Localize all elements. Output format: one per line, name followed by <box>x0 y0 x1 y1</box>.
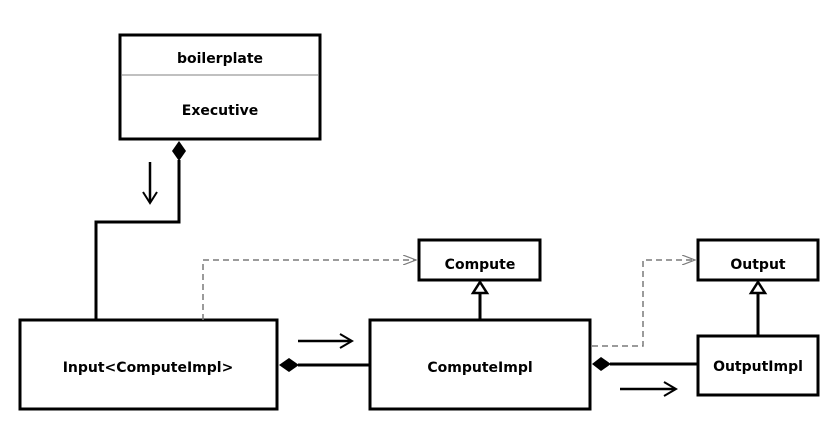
outputimpl-class-name: OutputImpl <box>713 359 803 375</box>
executive-stereotype-label: boilerplate <box>177 51 263 67</box>
input-class-name: Input<ComputeImpl> <box>63 360 234 376</box>
compute-interface-box[interactable]: Compute <box>417 238 542 282</box>
executive-class-box[interactable]: boilerplate Executive <box>118 33 322 141</box>
direction-arrow-right <box>620 381 678 397</box>
executive-input-composition-line <box>94 160 181 320</box>
composition-diamond <box>172 141 186 161</box>
executive-class-name: Executive <box>182 103 258 119</box>
composition-diamond <box>279 358 299 372</box>
compute-interface-name: Compute <box>445 257 516 273</box>
outputimpl-class-box[interactable]: OutputImpl <box>696 334 820 397</box>
input-compute-dependency-line <box>202 260 416 320</box>
realization-triangle <box>470 279 490 295</box>
direction-arrow-right <box>298 333 354 349</box>
computeimpl-output-dependency-line <box>592 260 695 347</box>
output-interface-name: Output <box>730 257 786 273</box>
direction-arrow-down <box>142 162 158 205</box>
computeimpl-class-name: ComputeImpl <box>427 360 532 376</box>
composition-diamond <box>592 357 611 371</box>
input-class-box[interactable]: Input<ComputeImpl> <box>18 318 279 411</box>
computeimpl-class-box[interactable]: ComputeImpl <box>368 318 592 411</box>
realization-triangle <box>748 279 768 295</box>
output-interface-box[interactable]: Output <box>696 238 820 282</box>
